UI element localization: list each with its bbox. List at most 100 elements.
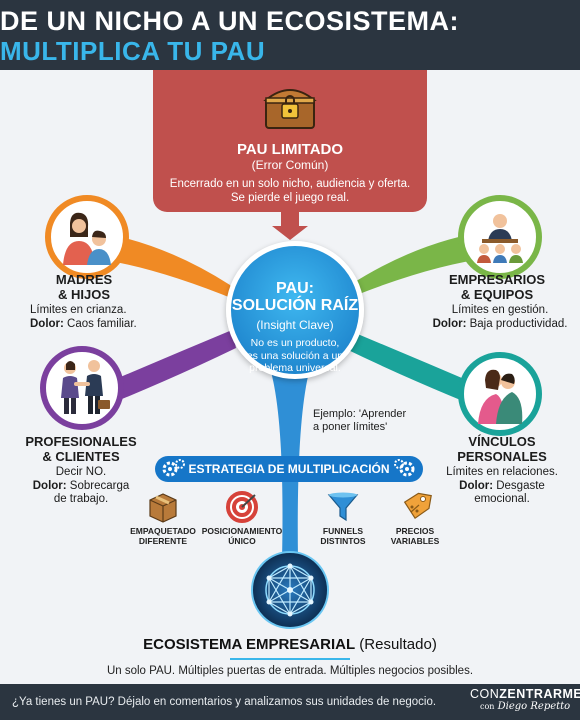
ecosystem-network-icon [251,551,329,629]
vinculos-line1: Límites en relaciones. [446,466,558,478]
ecosystem-result-label: (Resultado) [355,636,437,653]
funnels-line2: DISTINTOS [320,536,366,546]
funnels-line1: FUNNELS [322,526,364,536]
center-title: PAU: SOLUCIÓN RAÍZ [218,280,372,314]
funnel-icon [327,492,359,522]
ecosystem-title-bold: ECOSISTEMA EMPRESARIAL [143,636,356,653]
empresarios-title-line2: & EQUIPOS [460,287,534,302]
brand-logo-text: CONZENTRARME [470,687,580,701]
treasure-chest-lock-icon [263,89,317,129]
strategy-label: ESTRATEGIA DE MULTIPLICACIÓN [188,462,390,476]
brand-signature: con Diego Repetto [480,701,570,712]
precios-line1: PRECIOS [395,526,435,536]
empresarios-dolor-label: Dolor: [432,317,467,330]
center-desc-line1: No es un producto, [250,337,340,349]
ecosystem-title: ECOSISTEMA EMPRESARIAL (Resultado) [0,636,580,653]
center-desc-line2: es una solución a un [246,349,344,362]
footer-call-to-action: ¿Ya tienes un PAU? Déjalo en comentarios… [12,696,437,708]
vinculos-dolor-line: Dolor: Desgaste [432,480,572,494]
vinculos-title-line1: VÍNCULOS [468,434,536,449]
profesionales-dolor-line: Dolor: Sobrecarga [22,480,140,494]
gears-icon-left [162,459,185,477]
center-desc-line3: problema universal. [249,362,341,374]
brand-with: con [480,702,495,711]
example-line1: Ejemplo: 'Aprender [313,408,407,420]
empaquetado-line1: EMPAQUETADO [130,526,196,536]
strategy-item-empaquetado: EMPAQUETADO DIFERENTE [118,526,208,546]
example-note: Ejemplo: 'Aprender a poner límites' [313,408,406,434]
empresarios-dolor-line: Dolor: Baja productividad. [425,318,575,332]
profesionales-dolor-text: Sobrecarga [66,479,130,492]
brand-main: ZENTRARME [499,687,580,701]
hug-icon-ring [458,352,542,436]
footer-bar [0,684,580,720]
mother-child-icon [63,212,111,265]
profesionales-clientes-title: PROFESIONALES & CLIENTES [22,434,140,464]
vinculos-dolor-label: Dolor: [459,479,494,492]
vinculos-personales-body: Límites en relaciones. Dolor: Desgaste e… [432,466,572,507]
vinculos-title-line2: PERSONALES [457,449,547,464]
vinculos-personales-title: VÍNCULOS PERSONALES [452,434,552,464]
empresarios-dolor-text: Baja productividad. [466,317,568,330]
strategy-item-precios: PRECIOS VARIABLES [370,526,460,546]
vinculos-line3: emocional. [474,493,530,505]
target-icon [226,491,258,523]
vinculos-dolor-text: Desgaste [493,479,545,492]
pau-limitado-title: PAU LIMITADO [236,141,344,158]
pau-solucion-raiz-circle [226,241,364,379]
strategy-banner [155,456,423,482]
example-line2: a poner límites' [313,421,388,433]
box-icon [149,493,177,523]
ecosystem-description: Un solo PAU. Múltiples puertas de entrad… [106,665,474,677]
profesionales-line1: Decir NO. [55,466,107,478]
hug-relationship-icon [478,369,523,424]
ecosystem-underline [230,658,350,660]
empresarios-equipos-body: Límites en gestión. Dolor: Baja producti… [425,304,575,331]
profesionales-dolor-label: Dolor: [32,479,67,492]
branch-green [344,230,495,300]
empresarios-title-line1: EMPRESARIOS [448,272,546,287]
handshake-icon-ring [40,346,124,430]
strategy-item-funnels: FUNNELS DISTINTOS [298,526,388,546]
branch-purple [90,330,236,410]
madres-title-line1: MADRES [55,272,113,287]
precios-line2: VARIABLES [390,536,440,546]
brand-name: Diego Repetto [497,701,571,712]
page-title: DE UN NICHO A UN ECOSISTEMA: [0,6,460,36]
price-tag-icon [403,492,432,520]
red-arrow [272,212,308,240]
profesionales-title-line2: & CLIENTES [42,449,120,464]
header-bar [0,0,580,70]
madres-title-line2: & HIJOS [57,287,110,302]
empaquetado-line2: DIFERENTE [138,536,188,546]
madres-hijos-body: Límites en crianza. Dolor: Caos familiar… [30,304,160,331]
branch-teal [344,330,490,410]
pau-limitado-desc-line2: Se pierde el juego real. [230,192,350,204]
profesionales-line3: de trabajo. [53,493,109,505]
madres-hijos-title: MADRES & HIJOS [52,272,116,302]
empresarios-line1: Límites en gestión. [451,304,549,316]
business-team-icon [477,214,523,263]
profesionales-title-line1: PROFESIONALES [25,434,137,449]
handshake-professionals-icon [61,360,110,414]
page-subtitle: MULTIPLICA TU PAU [0,36,266,66]
pau-limitado-desc-line1: Encerrado en un solo nicho, audiencia y … [169,178,411,190]
posicionamiento-line2: ÚNICO [228,536,256,546]
mother-child-icon-ring [45,195,129,279]
empresarios-equipos-title: EMPRESARIOS & EQUIPOS [445,272,549,302]
pau-limitado-description: Encerrado en un solo nicho, audiencia y … [153,177,427,205]
center-title-line1: PAU: [276,280,314,297]
brand-con: CON [470,687,500,701]
madres-dolor-line: Dolor: Caos familiar. [30,318,160,332]
profesionales-clientes-body: Decir NO. Dolor: Sobrecarga de trabajo. [22,466,140,507]
strategy-item-posicionamiento: POSICIONAMIENTO ÚNICO [197,526,287,546]
madres-dolor-text: Caos familiar. [63,317,137,330]
center-description: No es un producto, es una solución a un … [218,337,372,375]
pau-limitado-subtitle: (Error Común) [251,158,329,172]
gears-icon-right [394,459,415,477]
posicionamiento-line1: POSICIONAMIENTO [201,526,283,536]
madres-line1: Límites en crianza. [30,304,127,316]
madres-dolor-label: Dolor: [30,317,64,330]
center-subtitle: (Insight Clave) [256,318,334,332]
